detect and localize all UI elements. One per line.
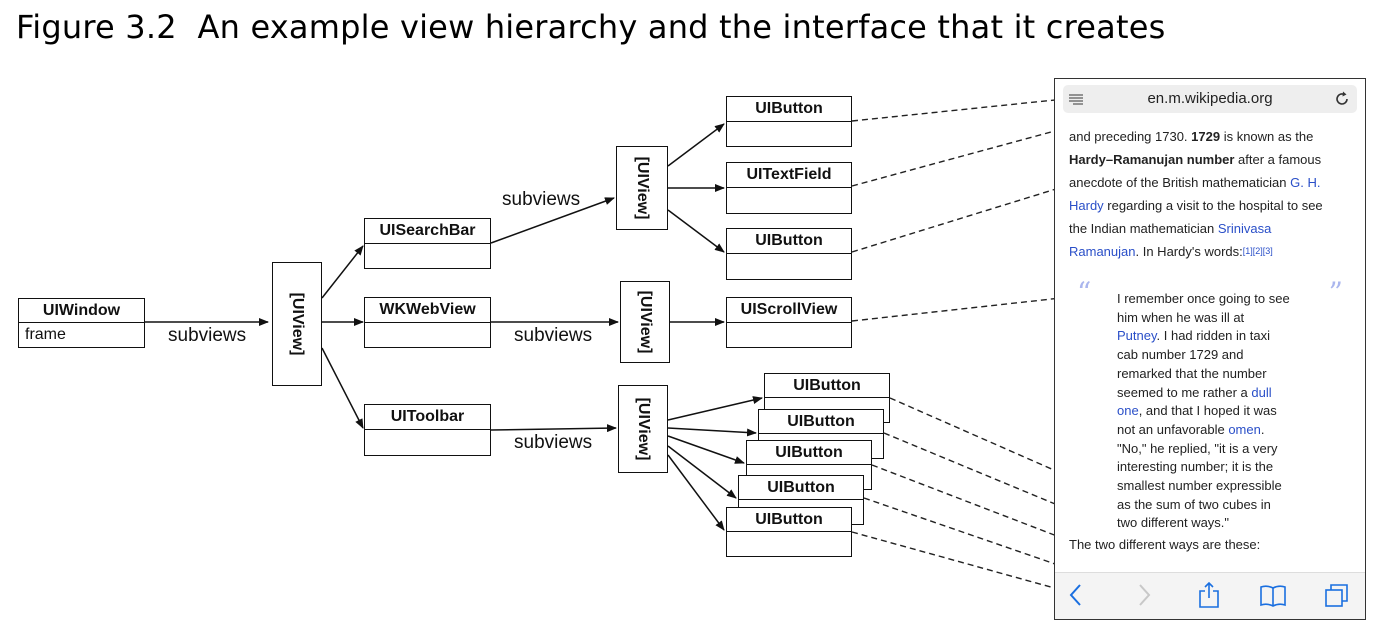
- uitoolbar-label: UIToolbar: [365, 405, 490, 430]
- tabs-icon[interactable]: [1323, 581, 1351, 609]
- toolbar-button-3-label: UIButton: [747, 441, 871, 465]
- uisearchbar-box: UISearchBar: [364, 218, 491, 269]
- root-uiview-box: [UIView]: [272, 262, 322, 386]
- link-ramanujan[interactable]: Ramanujan: [1069, 244, 1136, 259]
- references[interactable]: [1][2][3]: [1242, 246, 1273, 256]
- reader-menu-icon[interactable]: [1069, 93, 1083, 105]
- browser-toolbar: [1055, 572, 1365, 619]
- subviews-label-search: subviews: [502, 189, 581, 210]
- arrow-searchbar-to-view: [490, 197, 615, 244]
- arrow-tview-to-btn3: [667, 435, 745, 464]
- subviews-label-toolbar: subviews: [514, 432, 593, 453]
- toolbar-uiview-box: [UIView]: [618, 385, 668, 473]
- search-button-2-box: UIButton: [726, 228, 852, 280]
- uitoolbar-box: UIToolbar: [364, 404, 491, 456]
- search-button-1-label: UIButton: [727, 97, 851, 122]
- uiwindow-box: UIWindow frame: [18, 298, 145, 348]
- textfield-box: UITextField: [726, 162, 852, 214]
- dash-button1-to-menu: [851, 97, 1075, 122]
- link-one[interactable]: one: [1117, 403, 1139, 419]
- dash-btn5-to-back: [851, 531, 1077, 595]
- blockquote: I remember once going to see him when he…: [1117, 291, 1290, 531]
- arrow-tview-to-btn1: [667, 396, 763, 421]
- url-text[interactable]: en.m.wikipedia.org: [1147, 90, 1273, 107]
- subviews-label-window: subviews: [168, 325, 247, 346]
- search-button-2-label: UIButton: [727, 229, 851, 254]
- phone-screen: en.m.wikipedia.org and preceding 1730. 1…: [1054, 78, 1366, 620]
- after-text: The two different ways are these:: [1069, 537, 1261, 552]
- arrow-toolbar-to-view: [490, 424, 617, 433]
- bookmarks-icon[interactable]: [1259, 581, 1287, 609]
- arrow-tview-to-btn4: [667, 445, 737, 499]
- toolbar-button-4-label: UIButton: [739, 476, 863, 500]
- arrow-tview-to-btn5: [667, 454, 725, 531]
- uiwindow-label: UIWindow: [19, 299, 144, 323]
- link-srinivasa[interactable]: Srinivasa: [1217, 221, 1272, 236]
- link-omen[interactable]: omen: [1228, 421, 1261, 437]
- toolbar-button-2-label: UIButton: [759, 410, 883, 434]
- dash-button2-to-reload: [851, 99, 1345, 253]
- frame-label: frame: [25, 326, 66, 343]
- quote-close-mark: ”: [1328, 276, 1343, 309]
- uiscrollview-box: UIScrollView: [726, 297, 852, 348]
- toolbar-uiview-label: [UIView]: [635, 397, 652, 461]
- uiscrollview-label: UIScrollView: [727, 298, 851, 323]
- search-uiview-label: [UIView]: [634, 156, 651, 220]
- arrow-sview-to-button2: [667, 209, 725, 253]
- textfield-label: UITextField: [727, 163, 851, 188]
- search-uiview-box: [UIView]: [616, 146, 668, 230]
- figure-title: Figure 3.2 An example view hierarchy and…: [16, 8, 1166, 46]
- search-button-1-box: UIButton: [726, 96, 852, 147]
- wkwebview-box: WKWebView: [364, 297, 491, 348]
- article-paragraph: and preceding 1730. 1729 is known as the…: [1069, 129, 1323, 259]
- reload-icon[interactable]: [1333, 90, 1351, 108]
- toolbar-button-5-box: UIButton: [726, 507, 852, 557]
- toolbar-button-1-label: UIButton: [765, 374, 889, 398]
- arrow-tview-to-btn2: [667, 427, 757, 437]
- link-hardy[interactable]: Hardy: [1069, 198, 1104, 213]
- share-icon[interactable]: [1195, 581, 1223, 609]
- link-gh[interactable]: G. H.: [1290, 175, 1321, 190]
- arrow-sview-to-button1: [667, 123, 725, 167]
- forward-icon[interactable]: [1129, 581, 1157, 609]
- arrow-root-to-searchbar: [321, 245, 364, 299]
- quote-open-mark: “: [1077, 276, 1092, 309]
- arrow-root-to-toolbar: [321, 347, 364, 429]
- web-uiview-box: [UIView]: [620, 281, 670, 363]
- link-dull[interactable]: dull: [1251, 384, 1272, 400]
- link-putney[interactable]: Putney: [1117, 328, 1157, 344]
- wkwebview-label: WKWebView: [365, 298, 490, 323]
- toolbar-button-5-label: UIButton: [727, 508, 851, 532]
- url-bar[interactable]: en.m.wikipedia.org: [1063, 85, 1357, 113]
- back-icon[interactable]: [1063, 581, 1091, 609]
- dash-scroll-to-content: [851, 296, 1071, 322]
- root-uiview-label: [UIView]: [289, 292, 306, 356]
- subviews-label-web: subviews: [514, 325, 593, 346]
- uisearchbar-label: UISearchBar: [365, 219, 490, 244]
- web-uiview-label: [UIView]: [637, 290, 654, 354]
